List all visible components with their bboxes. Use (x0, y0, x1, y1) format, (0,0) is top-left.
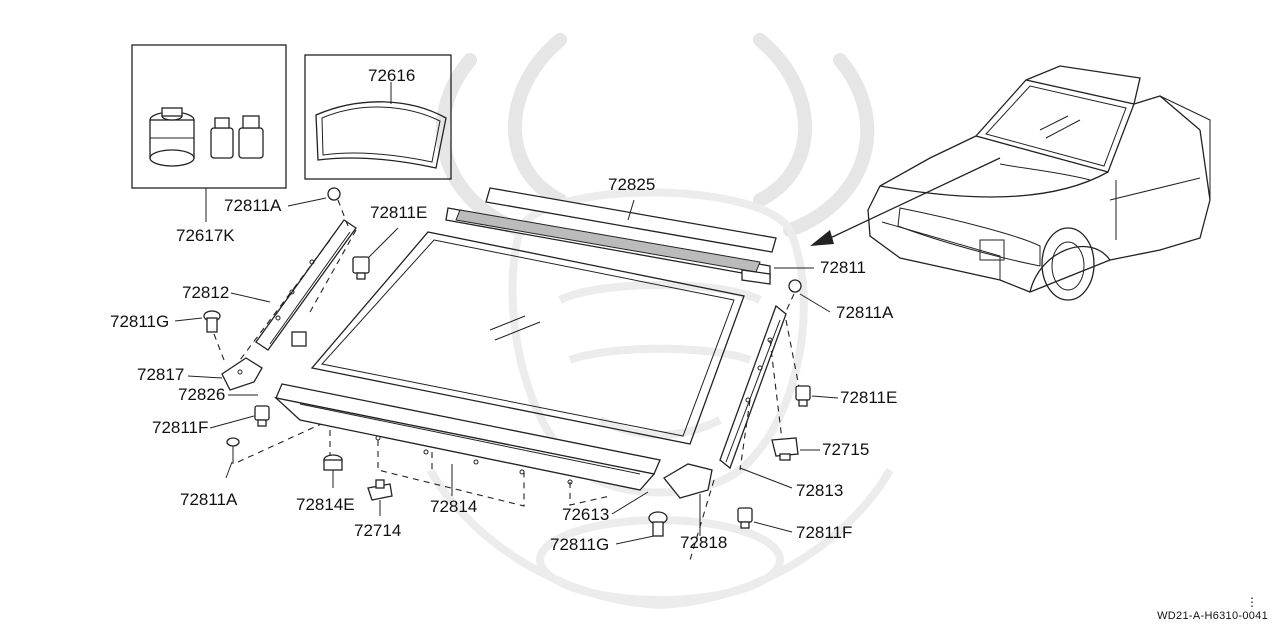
label-clip-f-left: 72811F (152, 418, 208, 437)
diagram-code: WD21-A-H6310-0041 (1157, 610, 1268, 622)
clip-e-left-icon (352, 227, 399, 280)
label-lower-molding: 72814 (430, 497, 477, 516)
label-clip-e-right: 72811E (840, 388, 897, 407)
left-pillar-molding (239, 219, 357, 361)
label-clip-g-left: 72811G (110, 312, 169, 331)
label-clip-e-left: 72811E (370, 203, 427, 222)
clip-e-right-icon (795, 385, 839, 407)
clip-g-left-icon (174, 310, 225, 361)
fastener-right-icon (771, 437, 820, 461)
clip-a-right-icon (781, 279, 831, 321)
clip-g-lower-icon (615, 511, 668, 545)
right-pillar-molding (719, 304, 801, 489)
clip-f-right-icon (737, 507, 793, 533)
label-bracket-right: 72818 (680, 533, 727, 552)
fastener-lower-icon (367, 479, 393, 516)
label-clip-e-lower: 72814E (296, 495, 355, 514)
pointer-arrow (810, 157, 1001, 246)
label-clip-a-lower: 72811A (180, 490, 238, 509)
kit-box (131, 44, 287, 222)
label-bracket-left: 72817 (137, 365, 184, 384)
bracket-right-icon (663, 463, 715, 561)
bracket-left-icon (187, 357, 263, 391)
label-clip-f-right: 72811F (796, 523, 852, 542)
label-spacer-left: 72826 (178, 385, 225, 404)
corner-mark: ⋮ (1246, 595, 1258, 609)
upper-rail-clip-icon (741, 267, 814, 285)
upper-molding (445, 187, 777, 279)
spacer-block-left-icon (291, 331, 307, 347)
label-right-pillar-molding: 72813 (796, 481, 843, 500)
label-kit: 72617K (176, 226, 235, 245)
adhesive-cartridge-icon (149, 107, 195, 167)
label-clip-g-lower: 72811G (550, 535, 609, 554)
molding-inset-box (304, 54, 452, 180)
label-clip-a-left: 72811A (224, 196, 282, 215)
label-upper-rail: 72811 (820, 258, 866, 277)
label-molding-inset: 72616 (368, 66, 415, 85)
label-clip-a-right: 72811A (836, 303, 894, 322)
label-fastener-lower: 72714 (354, 521, 401, 540)
clip-e-lower-icon (323, 454, 343, 488)
label-upper-molding: 72825 (608, 175, 655, 194)
label-left-pillar-molding: 72812 (182, 283, 229, 302)
clip-a-lower-icon (225, 419, 331, 479)
primer-bottle-icon (210, 115, 264, 159)
clip-f-left-icon (209, 405, 270, 429)
truck-illustration (867, 65, 1211, 301)
lower-molding (273, 383, 661, 507)
clip-a-left-icon (287, 187, 349, 227)
label-fastener-right: 72715 (822, 440, 869, 459)
label-lower-rail: 72613 (562, 505, 609, 524)
windshield-glass (310, 231, 745, 445)
